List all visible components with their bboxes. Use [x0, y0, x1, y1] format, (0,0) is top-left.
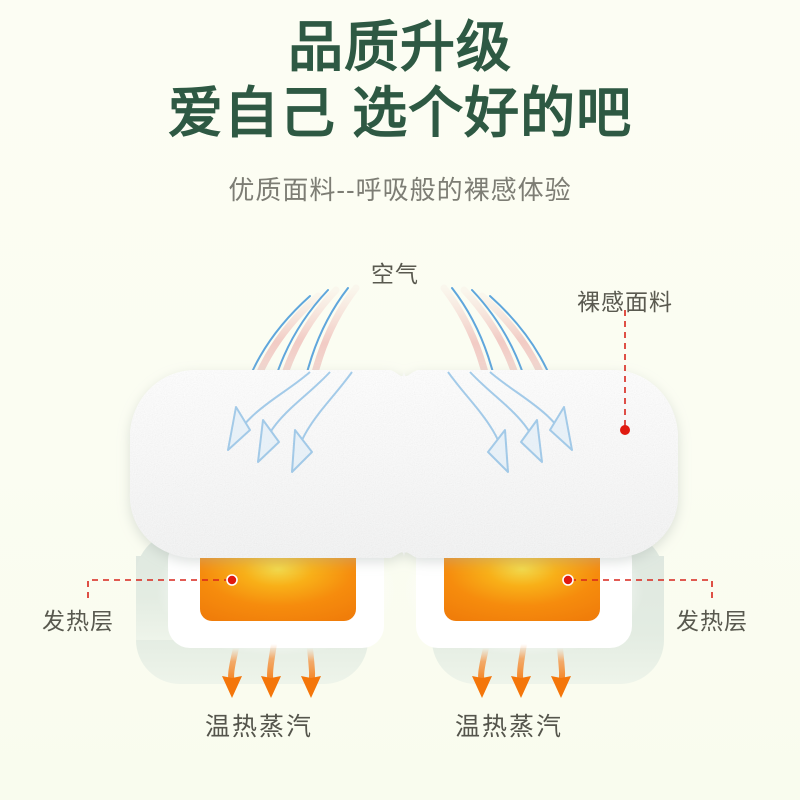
label-heating-layer-right: 发热层: [676, 608, 748, 634]
steam-arrowhead: [511, 676, 531, 698]
steam-arrowhead: [222, 676, 242, 698]
airflow-blue-arrowhead-ghost: [227, 406, 251, 451]
steam-arrowhead: [261, 676, 281, 698]
airflow-blue-arrowhead-ghost: [549, 406, 573, 451]
callout-line-heating-right: [568, 579, 713, 598]
callout-dot-group: [226, 425, 630, 586]
heating-patch-group: [200, 545, 600, 621]
steam-arrowhead: [301, 676, 321, 698]
steam-arrows-right: [472, 641, 571, 698]
label-bare-feel-fabric: 裸感面料: [577, 289, 673, 315]
heating-patch-left: [200, 545, 356, 621]
label-warm-steam-left: 温热蒸汽: [205, 713, 314, 741]
page-title-line1: 品质升级: [287, 16, 512, 78]
fleece-texture-right: [404, 370, 679, 558]
airflow-blue-arrowhead-ghost: [520, 419, 543, 463]
callout-group: [87, 310, 713, 598]
callout-dot-heating-left: [226, 574, 238, 586]
callout-line-heating-left: [87, 579, 232, 598]
callout-dot-heating-right: [562, 574, 574, 586]
steam-arrowhead: [551, 676, 571, 698]
label-air: 空气: [371, 261, 419, 287]
steam-arrow-group: [222, 641, 571, 698]
page-title-line2: 爱自己 选个好的吧: [167, 82, 633, 144]
page-subtitle: 优质面料--呼吸般的裸感体验: [228, 175, 572, 205]
label-warm-steam-right: 温热蒸汽: [455, 713, 564, 741]
airflow-blue-arrowhead-ghost: [291, 429, 313, 473]
airflow-blue-arrowhead-ghost: [257, 419, 280, 463]
heating-patch-right: [444, 545, 600, 621]
steam-arrows-left: [222, 641, 321, 698]
airflow-through-fabric: [227, 371, 573, 473]
steam-arrowhead: [472, 676, 492, 698]
label-heating-layer-left: 发热层: [42, 608, 114, 634]
fleece-texture-left: [129, 370, 404, 558]
airflow-blue-arrowhead-ghost: [487, 429, 509, 473]
fleece-texture-group: [129, 370, 679, 558]
callout-dot-fabric: [620, 425, 630, 435]
